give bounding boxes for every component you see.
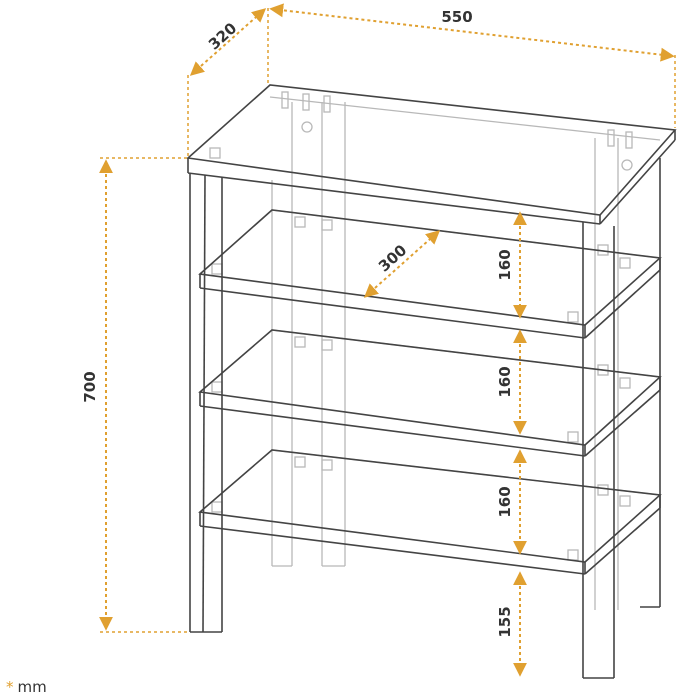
dimension-lines <box>99 3 676 677</box>
floor-clearance-label: 155 <box>496 606 514 637</box>
gap-top-label: 160 <box>496 249 514 280</box>
shelf-outline <box>186 84 677 679</box>
depth-label: 320 <box>205 19 240 53</box>
width-dimension-line <box>269 3 675 62</box>
shelf-depth-label: 300 <box>375 241 410 275</box>
height-label: 700 <box>81 371 99 402</box>
width-label: 550 <box>441 8 472 26</box>
shelf-depth-dimension-line <box>363 230 441 298</box>
gap-lower-label: 160 <box>496 486 514 517</box>
units-text: mm <box>17 678 47 696</box>
gap-middle-label: 160 <box>496 366 514 397</box>
depth-dimension-line <box>189 8 267 76</box>
units-note: *mm <box>6 678 47 696</box>
units-star: * <box>6 678 14 696</box>
